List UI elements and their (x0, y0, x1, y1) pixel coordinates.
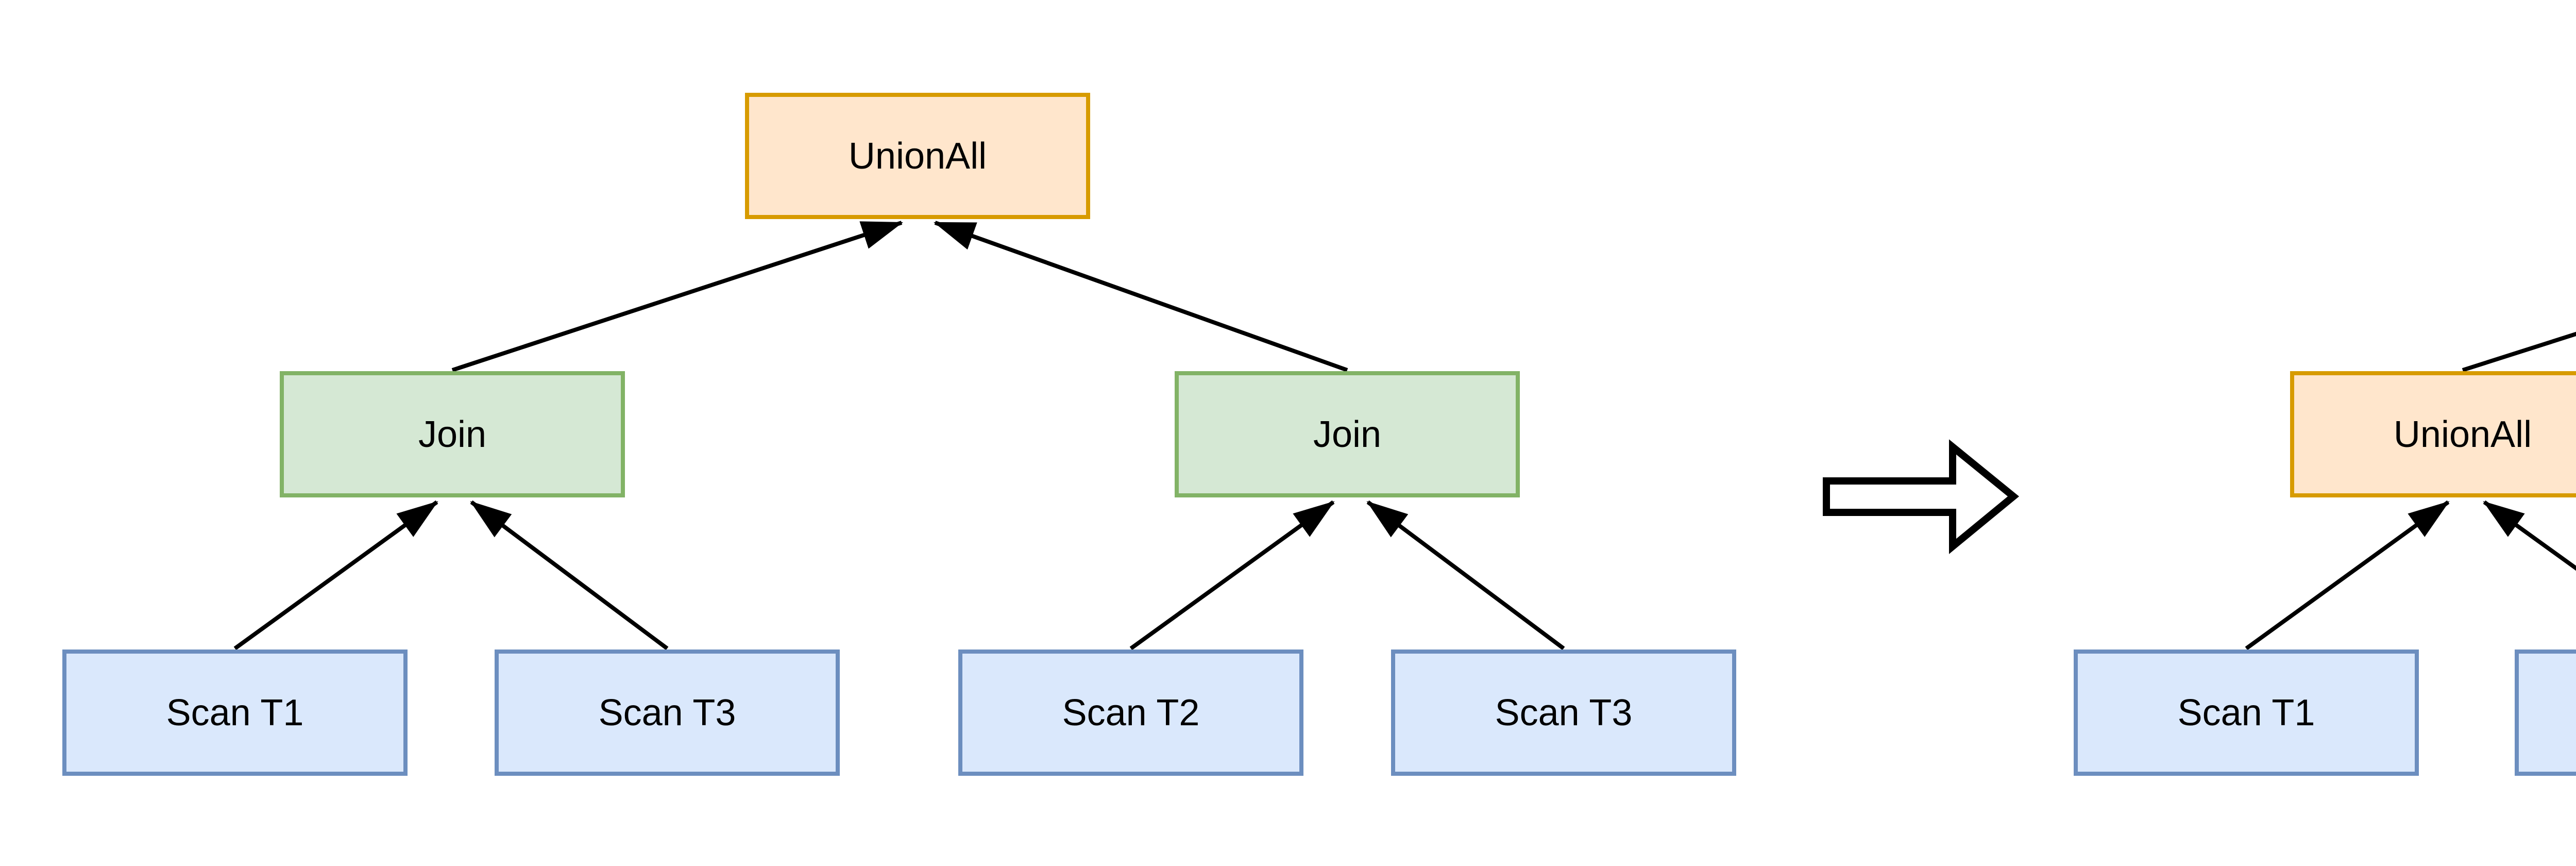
node-before-scan-t3b: Scan T3 (1391, 649, 1736, 776)
edge-scant1-to-joinleft (233, 500, 438, 651)
node-label: Scan T1 (166, 692, 304, 734)
node-label: Join (1313, 413, 1382, 455)
node-after-unionall: UnionAll (2290, 371, 2576, 497)
edge-unionall-to-join (2462, 331, 2576, 372)
transform-arrow-icon (1823, 439, 2020, 554)
edge-scant3b-to-joinright (1366, 500, 1565, 651)
edge-joinleft-to-unionall (451, 221, 904, 372)
node-after-scan-t1: Scan T1 (2074, 649, 2419, 776)
node-before-scan-t1: Scan T1 (62, 649, 408, 776)
node-label: Scan T2 (1062, 692, 1200, 734)
node-after-scan-t2: Scan T2 (2515, 649, 2576, 776)
edge-scant2-to-joinright (1129, 500, 1335, 651)
node-label: UnionAll (2393, 413, 2532, 455)
edge-scant1-to-unionall (2245, 500, 2450, 651)
node-before-scan-t3: Scan T3 (495, 649, 840, 776)
node-label: Scan T3 (598, 692, 736, 734)
node-label: Join (418, 413, 487, 455)
edge-scant3-to-joinleft (470, 500, 669, 651)
node-label: Scan T1 (2177, 692, 2315, 734)
node-label: Scan T3 (1495, 692, 1633, 734)
node-before-unionall: UnionAll (745, 93, 1090, 219)
edge-scant2-to-unionall (2483, 500, 2576, 571)
node-label: UnionAll (848, 135, 987, 177)
node-before-join-right: Join (1175, 371, 1520, 497)
node-before-scan-t2: Scan T2 (958, 649, 1303, 776)
node-before-join-left: Join (280, 371, 625, 497)
edge-joinright-to-unionall (933, 221, 1348, 372)
